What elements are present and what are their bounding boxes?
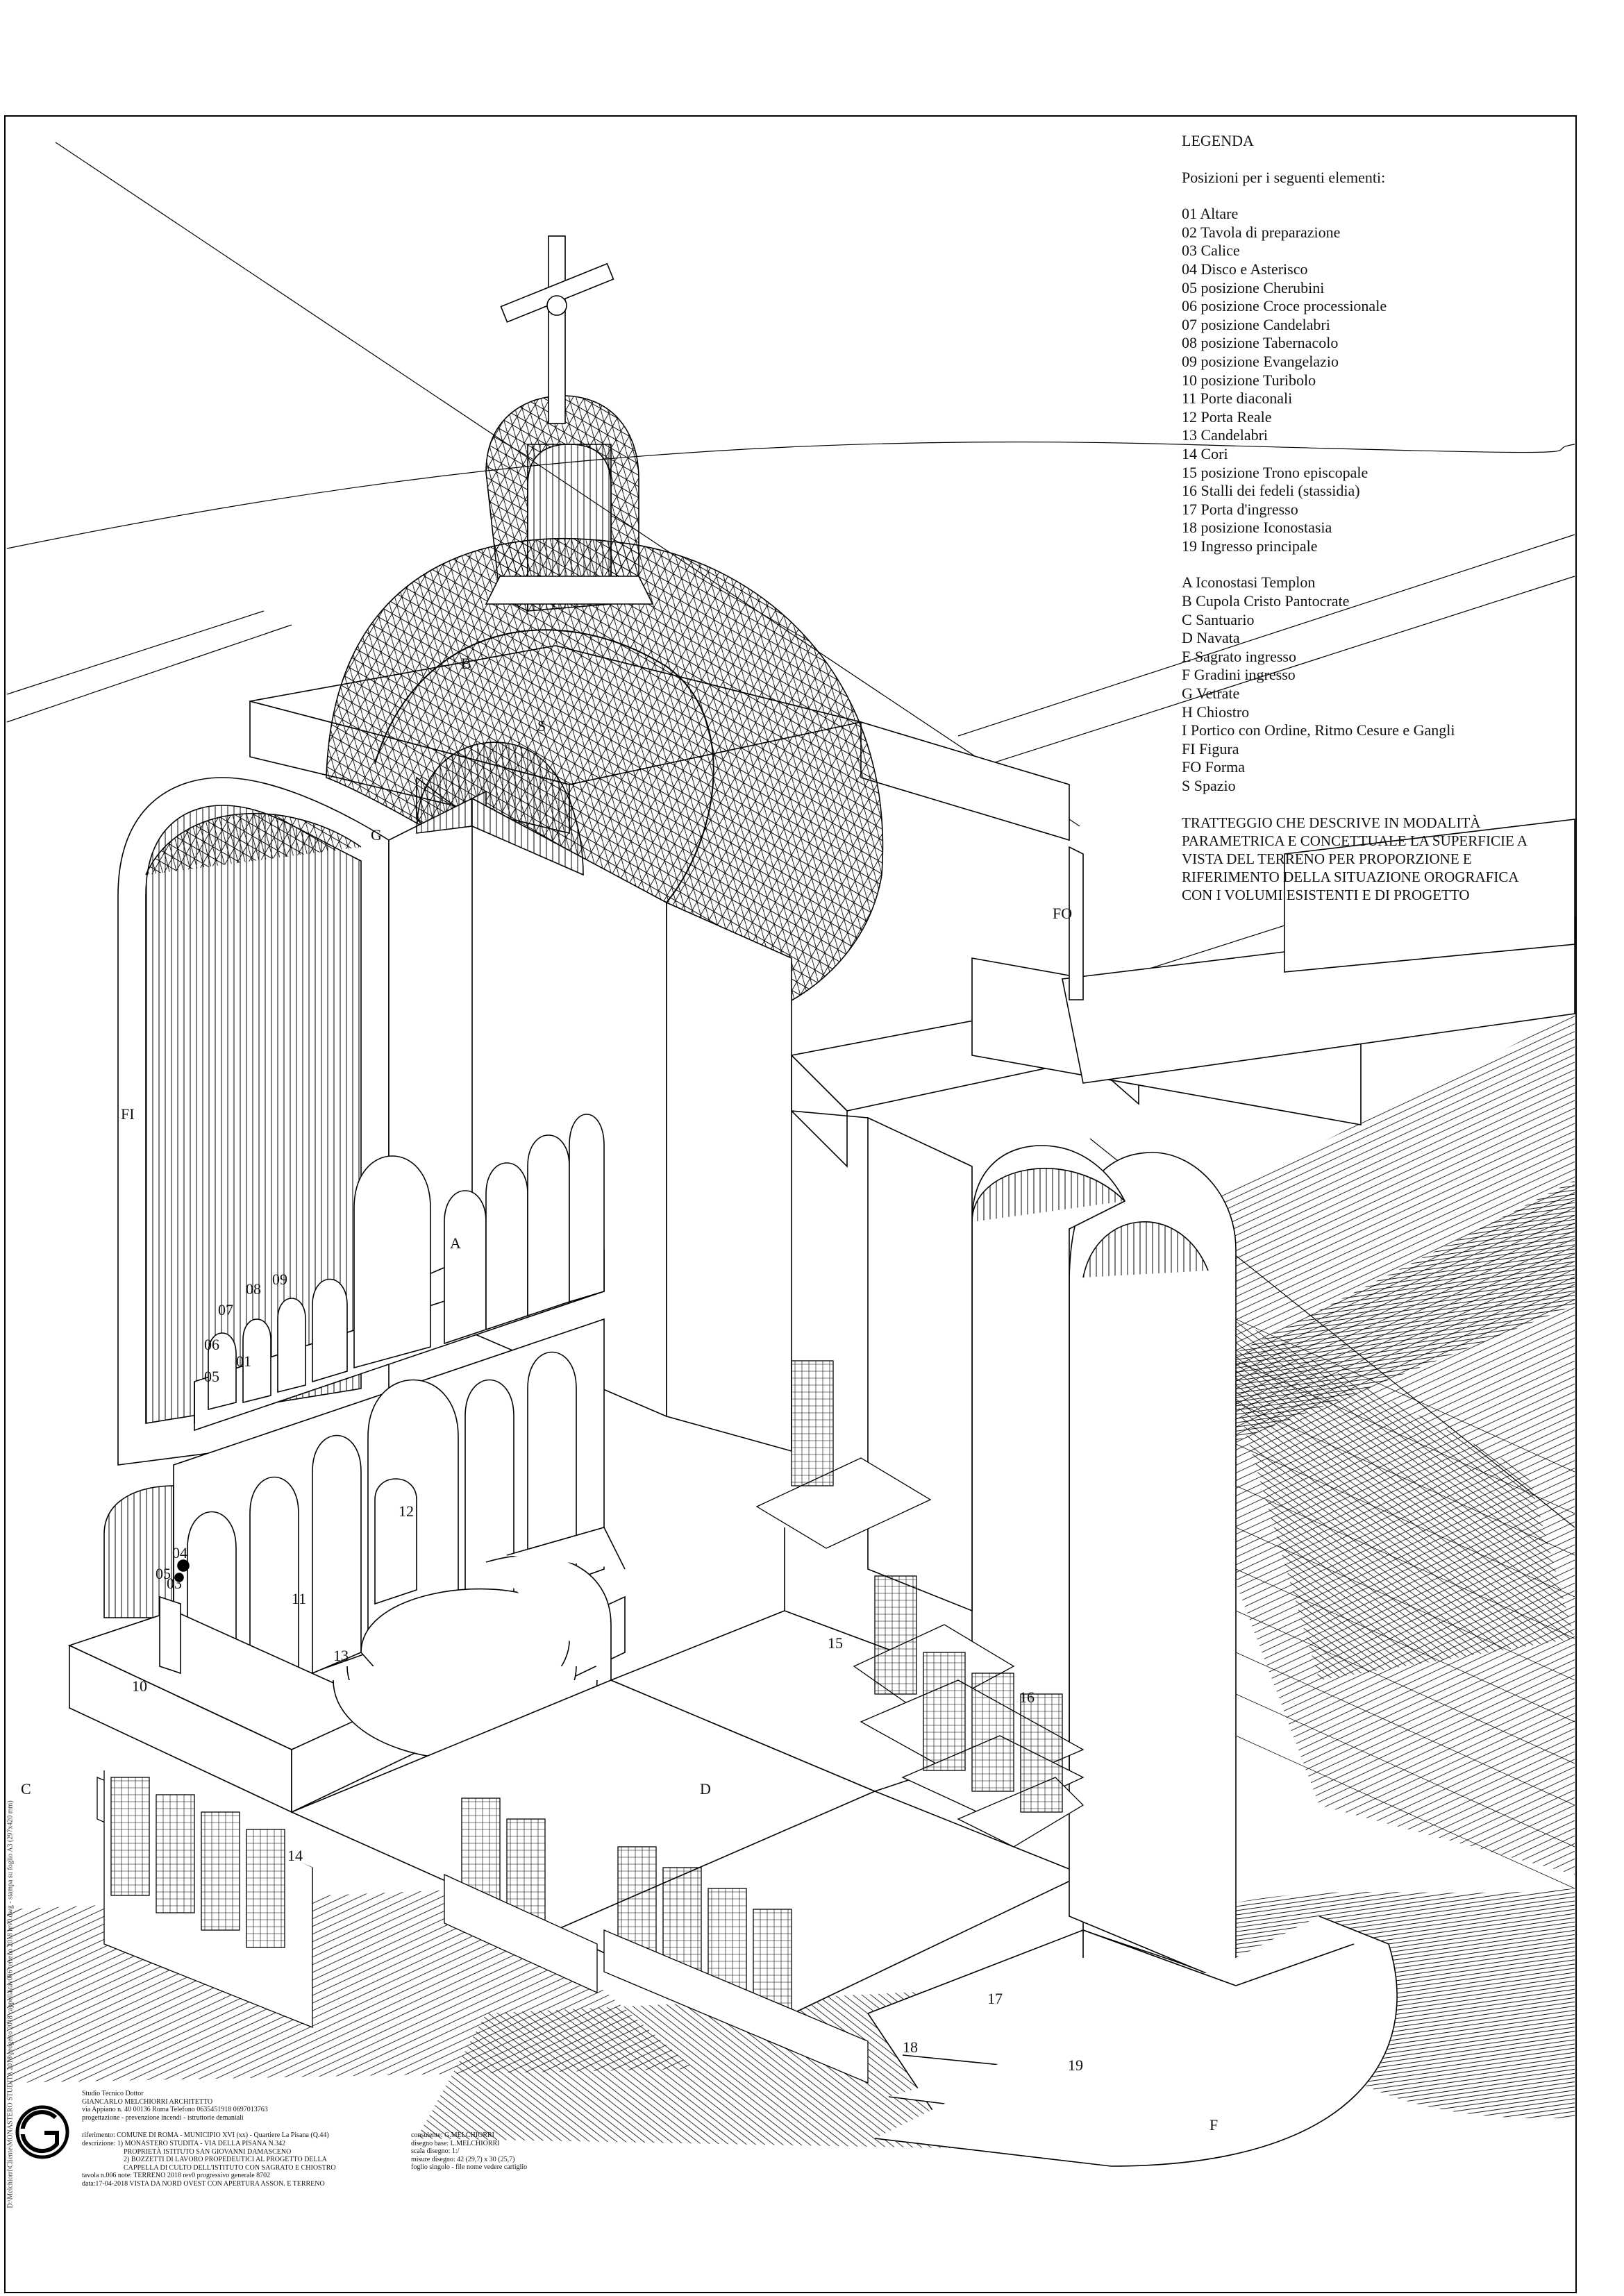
title-block: Studio Tecnico Dottor GIANCARLO MELCHIOR… [82, 2090, 568, 2188]
label-A: A [450, 1234, 461, 1252]
nave-floor [290, 1527, 1085, 2028]
label-16: 16 [1019, 1689, 1035, 1706]
iconostasis-lower [173, 1318, 605, 1723]
label-11: 11 [292, 1590, 307, 1607]
lantern [485, 395, 654, 612]
legend-intro: Posizioni per i seguenti elementi: [1182, 168, 1386, 186]
fan-lines [1235, 1318, 1575, 1889]
entrance-steps [867, 1916, 1398, 2167]
legend-item: B Cupola Cristo Pantocrate [1182, 592, 1350, 610]
legend-item: 17 Porta d'ingresso [1182, 500, 1298, 518]
label-18: 18 [903, 2038, 918, 2056]
legend-item: F Gradini ingresso [1182, 666, 1296, 684]
legend-item: 05 posizione Cherubini [1182, 278, 1325, 296]
data-row: data:17-04-2018 VISTA DA NORD OVEST CON … [82, 2179, 325, 2188]
architect-name: GIANCARLO MELCHIORRI ARCHITETTO [82, 2097, 213, 2106]
label-G: G [371, 826, 382, 844]
descrizione-3: 2) BOZZETTI DI LAVORO PROPEDEUTICI AL PR… [124, 2156, 327, 2164]
label-01: 01 [236, 1352, 251, 1370]
descrizione-2: PROPRIETÀ ISTITUTO SAN GIOVANNI DAMASCEN… [124, 2147, 292, 2156]
descrizione-4: CAPPELLA DI CULTO DELL'ISTITUTO CON SAGR… [124, 2163, 336, 2172]
legend-title: LEGENDA [1182, 132, 1254, 149]
studio-address: via Appiano n. 40 00136 Roma Telefono 06… [82, 2106, 268, 2114]
legend-item: G Vetrate [1182, 685, 1240, 703]
label-S: S [537, 717, 546, 735]
label-06: 06 [204, 1336, 219, 1353]
file-path-note: D:\Melchiorri\Cliente\MONASTERO STUDITA … [6, 1800, 15, 2209]
iconostasis-upper [194, 1114, 605, 1432]
legend-numbered-list: 01 Altare 02 Tavola di preparazione 03 C… [1182, 205, 1571, 555]
label-08: 08 [246, 1280, 261, 1298]
label-19: 19 [1068, 2056, 1083, 2074]
legend-item: 16 Stalli dei fedeli (stassidia) [1182, 482, 1360, 500]
studio-logo [15, 2105, 69, 2159]
legend-item: 01 Altare [1182, 205, 1239, 223]
legend-item: E Sagrato ingresso [1182, 647, 1296, 665]
label-FI: FI [121, 1105, 135, 1123]
legend-item: D Navata [1182, 629, 1240, 647]
label-FO: FO [1053, 905, 1073, 922]
legend-item: 04 Disco e Asterisco [1182, 260, 1308, 278]
hatching-note: TRATTEGGIO CHE DESCRIVE IN MODALITÀ PARA… [1182, 814, 1527, 903]
label-07: 07 [218, 1301, 233, 1318]
label-B: B [461, 655, 471, 672]
label-15: 15 [828, 1634, 843, 1652]
legend-item: C Santuario [1182, 610, 1255, 628]
legend-item: 02 Tavola di preparazione [1182, 223, 1341, 241]
legend-item: A Iconostasi Templon [1182, 573, 1316, 592]
label-03: 03 [167, 1575, 182, 1592]
legend-item: FO Forma [1182, 758, 1246, 776]
legend-item: 08 posizione Tabernacolo [1182, 334, 1339, 352]
legend-item: I Portico con Ordine, Ritmo Cesure e Gan… [1182, 721, 1455, 739]
label-D: D [700, 1780, 711, 1798]
studio-name: Studio Tecnico Dottor [82, 2090, 144, 2097]
legend: LEGENDA Posizioni per i seguenti element… [1182, 132, 1571, 904]
label-05-upper: 05 [204, 1368, 219, 1385]
legend-item: 12 Porta Reale [1182, 408, 1272, 426]
legend-item: 11 Porte diaconali [1182, 389, 1293, 408]
label-12: 12 [399, 1502, 414, 1520]
legend-item: 14 Cori [1182, 444, 1228, 462]
legend-item: 03 Calice [1182, 242, 1240, 260]
title-block-credits: consulente: G.MELCHIORRI disegno base: L… [411, 2131, 571, 2172]
choir-stalls [97, 1770, 869, 2084]
label-04: 04 [172, 1544, 187, 1561]
label-10: 10 [132, 1677, 147, 1695]
foglio: foglio singolo - file nome vedere cartig… [411, 2163, 528, 2172]
legend-item: 09 posizione Evangelazio [1182, 352, 1339, 370]
tavola: tavola n.006 note: TERRENO 2018 rev0 pro… [82, 2172, 271, 2180]
legend-item: 07 posizione Candelabri [1182, 315, 1330, 333]
legend-item: 10 posizione Turibolo [1182, 371, 1316, 389]
misure-disegno: misure disegno: 42 (29,7) x 30 (25,7) [411, 2155, 515, 2163]
label-14: 14 [287, 1847, 303, 1864]
label-05-lower: 05 [156, 1565, 171, 1582]
disegno-base: disegno base: L.MELCHIORRI [411, 2139, 500, 2147]
label-C: C [21, 1780, 31, 1798]
faithful-stalls [755, 1360, 1085, 1847]
label-17: 17 [987, 1990, 1003, 2007]
studio-services: progettazione - prevenzione incendi - is… [82, 2113, 244, 2122]
legend-item: 18 posizione Iconostasia [1182, 519, 1332, 537]
scala-disegno: scala disegno: 1:/ [411, 2147, 460, 2156]
legend-lettered-list: A Iconostasi Templon B Cupola Cristo Pan… [1182, 573, 1571, 795]
legend-item: 06 posizione Croce processionale [1182, 297, 1387, 315]
consulente: consulente: G.MELCHIORRI [411, 2131, 494, 2139]
riferimento: riferimento: COMUNE DI ROMA - MUNICIPIO … [82, 2131, 329, 2140]
label-09: 09 [272, 1271, 287, 1288]
descrizione-1: descrizione: 1) MONASTERO STUDITA - VIA … [82, 2139, 286, 2147]
legend-item: 19 Ingresso principale [1182, 537, 1318, 555]
legend-item: H Chiostro [1182, 703, 1250, 721]
legend-item: 13 Candelabri [1182, 426, 1269, 444]
label-F: F [1209, 2116, 1219, 2134]
label-13: 13 [333, 1647, 349, 1664]
apse-tower [117, 777, 487, 1466]
legend-item: S Spazio [1182, 777, 1236, 794]
altar-detail [159, 1559, 190, 1675]
cross [500, 235, 614, 424]
legend-item: 15 posizione Trono episcopale [1182, 463, 1368, 481]
sheet-frame [4, 115, 1577, 2293]
legend-item: FI Figura [1182, 739, 1239, 757]
